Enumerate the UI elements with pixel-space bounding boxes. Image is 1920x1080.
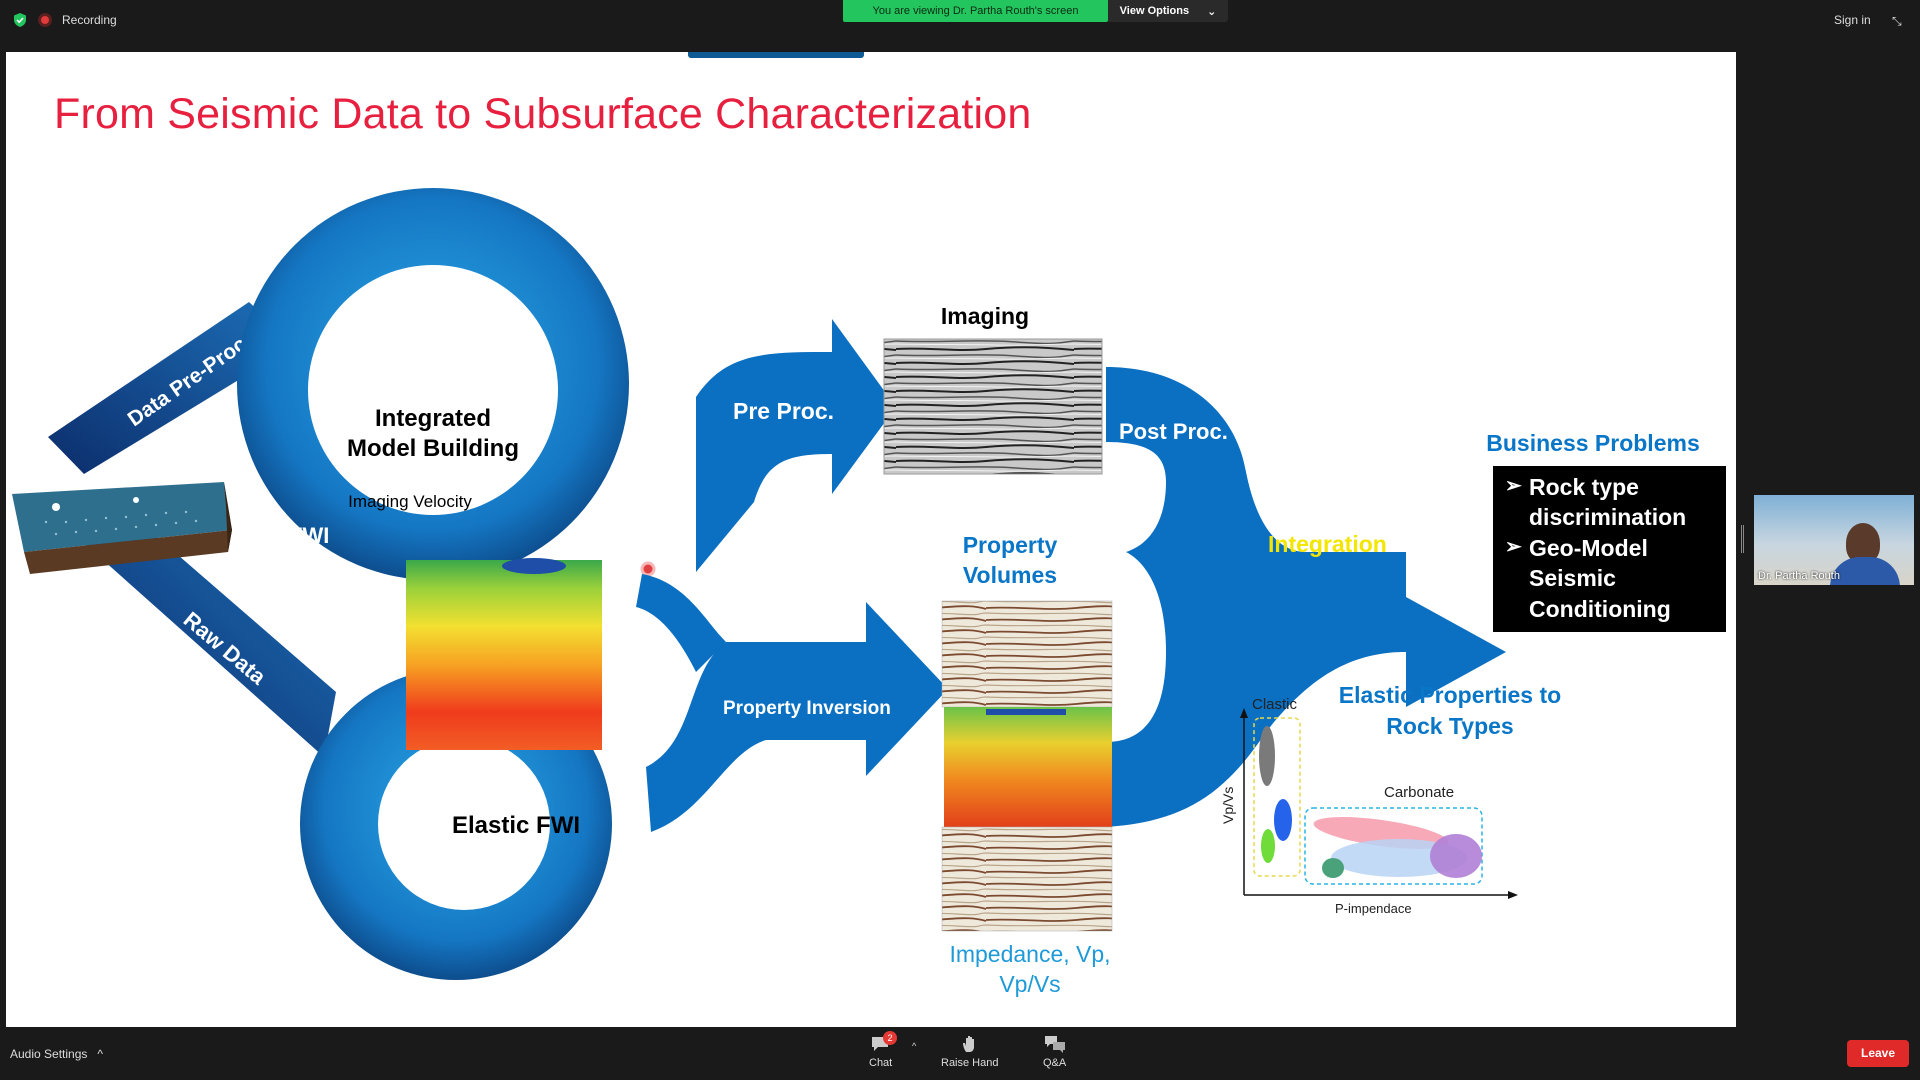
property-inversion-label: Property Inversion — [723, 698, 891, 719]
tomo-label: TOMO — [400, 308, 466, 333]
property-label: Property — [963, 532, 1058, 558]
chevron-up-icon: ^ — [97, 1047, 104, 1061]
preprocessing-band — [48, 302, 296, 474]
integration-label: Integration — [1268, 531, 1387, 557]
raise-hand-label: Raise Hand — [941, 1057, 999, 1069]
vpvs-axis-label: Vp/Vs — [1220, 787, 1236, 824]
panel-resize-handle[interactable] — [1741, 525, 1744, 553]
velocity-model-image — [406, 560, 602, 750]
fwi-label: FWI — [289, 523, 329, 548]
bp-item1-line2: discrimination — [1529, 504, 1686, 530]
clastic-group-box — [1253, 717, 1301, 877]
viewing-screen-banner: You are viewing Dr. Partha Routh's scree… — [843, 0, 1108, 22]
post-proc-label: Post Proc. — [1119, 419, 1228, 444]
participant-name: Dr. Partha Routh — [1758, 570, 1840, 582]
bullet-arrow-icon: ➢ — [1505, 475, 1522, 497]
chat-button[interactable]: 2 Chat — [869, 1031, 897, 1069]
audio-settings-button[interactable]: Audio Settings ^ — [10, 1047, 103, 1061]
qa-label: Q&A — [1043, 1057, 1067, 1069]
impedance-volume-bottom — [941, 826, 1113, 932]
record-dot-icon — [38, 13, 52, 27]
sign-in-link[interactable]: Sign in — [1834, 13, 1871, 27]
property-inversion-arrow — [646, 602, 948, 832]
chat-unread-badge: 2 — [883, 1031, 897, 1045]
pre-proc-arrow — [696, 319, 896, 572]
chat-options-chevron-icon[interactable]: ^ — [912, 1041, 917, 1051]
qa-icon — [1044, 1036, 1065, 1053]
exit-fullscreen-icon[interactable]: ⤡ — [1892, 14, 1902, 28]
raise-hand-button[interactable]: Raise Hand — [941, 1035, 998, 1069]
seismic-survey-block — [12, 482, 232, 574]
elastic-fwi-label: Elastic FWI — [452, 812, 580, 839]
slide-title: From Seismic Data to Subsurface Characte… — [54, 90, 1032, 138]
vp-volume — [944, 707, 1112, 827]
shield-icon — [14, 13, 26, 27]
view-options-label: View Options — [1119, 5, 1190, 17]
slide-top-tab — [688, 52, 864, 58]
meeting-controls-bar: Audio Settings ^ 2 Chat ^ Raise Hand Q&A… — [0, 1027, 1920, 1080]
shared-slide: From Seismic Data to Subsurface Characte… — [6, 52, 1736, 1027]
elastic-fwi-center — [378, 738, 550, 910]
bp-item2-line1: Geo-Model — [1529, 535, 1648, 561]
clastic-label: Clastic — [1252, 696, 1298, 713]
leave-button[interactable]: Leave — [1847, 1040, 1909, 1067]
post-proc-integration-arrow — [1106, 367, 1506, 827]
seismic-image — [883, 338, 1103, 475]
impedance-label: Impedance, Vp, — [949, 941, 1110, 967]
recording-indicator: Recording — [12, 12, 117, 28]
carbonate-group-box — [1304, 807, 1483, 885]
bp-item2-line2: Seismic — [1529, 565, 1616, 591]
impedance-volume-top — [941, 600, 1113, 708]
business-problems-box — [1493, 466, 1726, 632]
pointer-cursor-icon — [640, 561, 656, 577]
bullet-arrow-icon: ➢ — [1505, 536, 1522, 558]
volumes-label: Volumes — [963, 562, 1057, 588]
model-building-center — [308, 265, 558, 515]
raise-hand-icon — [962, 1036, 974, 1052]
recording-label: Recording — [62, 13, 117, 27]
imaging-label: Imaging — [941, 303, 1029, 329]
workflow-diagram: Data Pre-Processing Raw Data TOMO FWI In… — [12, 188, 1726, 997]
integrated-label: Integrated — [375, 405, 491, 432]
raw-data-band — [84, 510, 336, 757]
vpvs-label: Vp/Vs — [999, 971, 1060, 997]
bp-item1-line1: Rock type — [1529, 474, 1639, 500]
simulation-label: Simulation — [398, 784, 418, 876]
bp-item2-line3: Conditioning — [1529, 596, 1671, 622]
participant-video-tile[interactable]: Dr. Partha Routh — [1754, 495, 1914, 585]
audio-settings-label: Audio Settings — [10, 1047, 88, 1061]
elastic-properties-title: Elastic Properties to — [1339, 682, 1561, 708]
carbonate-label: Carbonate — [1384, 784, 1454, 801]
chat-label: Chat — [869, 1057, 893, 1069]
view-options-button[interactable]: View Options ⌄ — [1108, 0, 1228, 22]
rock-types-title: Rock Types — [1386, 713, 1513, 739]
p-impedance-axis-label: P-impendace — [1335, 901, 1412, 916]
chevron-down-icon: ⌄ — [1207, 5, 1217, 18]
business-problems-title: Business Problems — [1486, 430, 1699, 456]
pre-proc-label: Pre Proc. — [733, 398, 834, 424]
imaging-velocity-label: Imaging Velocity — [348, 492, 472, 511]
qa-button[interactable]: Q&A — [1043, 1035, 1066, 1069]
model-building-label: Model Building — [347, 435, 519, 462]
participant-avatar — [1846, 523, 1880, 563]
meeting-top-bar: Recording You are viewing Dr. Partha Rou… — [0, 0, 1920, 52]
